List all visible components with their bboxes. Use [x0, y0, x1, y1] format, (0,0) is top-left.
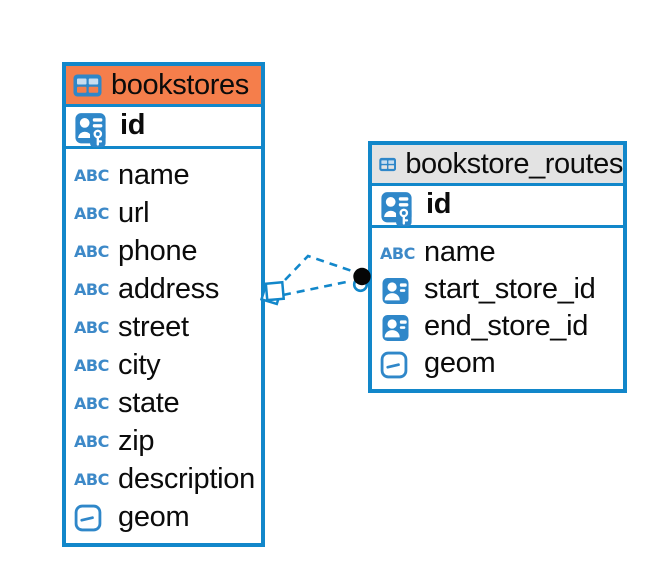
column-name: description — [118, 462, 255, 495]
text-type-icon: ABC — [74, 470, 109, 489]
primary-key-icon — [378, 185, 418, 227]
column-row[interactable]: ABC state — [66, 385, 261, 423]
column-row[interactable]: ABC city — [66, 347, 261, 385]
table-name: bookstores — [111, 68, 249, 101]
text-type-icon: ABC — [74, 356, 109, 375]
column-name: geom — [118, 500, 190, 533]
geometry-type-icon — [378, 351, 418, 379]
column-row[interactable]: ABC name — [372, 235, 623, 272]
foreign-key-icon — [378, 277, 418, 305]
column-row[interactable]: id — [66, 107, 261, 149]
column-name: geom — [424, 347, 496, 379]
text-type-icon: ABC — [74, 166, 109, 185]
text-type-icon: ABC — [74, 318, 109, 337]
table-icon — [379, 157, 397, 171]
text-type-icon: ABC — [74, 204, 109, 223]
column-name: id — [426, 188, 452, 220]
geometry-type-icon — [72, 504, 112, 532]
column-row[interactable]: ABC name — [66, 157, 261, 195]
column-row[interactable]: ABC phone — [66, 233, 261, 271]
column-row[interactable]: geom — [372, 346, 623, 383]
text-type-icon: ABC — [380, 243, 415, 263]
foreign-key-icon — [378, 314, 418, 342]
column-row[interactable]: geom — [66, 499, 261, 537]
link-dashed-upper[interactable] — [284, 254, 356, 281]
column-name: zip — [118, 424, 155, 457]
column-name: end_store_id — [424, 310, 589, 342]
column-name: name — [424, 236, 496, 268]
column-name: city — [118, 348, 161, 381]
table-name: bookstore_routes — [405, 147, 623, 180]
column-list: ABC name ABC url ABC phone ABC address A… — [66, 149, 261, 537]
column-name: state — [118, 386, 180, 419]
text-type-icon: ABC — [74, 280, 109, 299]
table-bookstore-routes[interactable]: bookstore_routes id ABC name — [368, 141, 627, 393]
column-name: address — [118, 272, 220, 305]
table-header[interactable]: bookstore_routes — [372, 145, 623, 186]
column-list: ABC name start_store_id — [372, 228, 623, 383]
table-bookstores[interactable]: bookstores id ABC name — [62, 62, 265, 547]
column-row[interactable]: ABC url — [66, 195, 261, 233]
link-endpoint-ring — [352, 276, 369, 293]
column-row[interactable]: ABC address — [66, 271, 261, 309]
table-header[interactable]: bookstores — [66, 66, 261, 107]
column-name: street — [118, 310, 189, 343]
column-name: url — [118, 196, 150, 229]
text-type-icon: ABC — [74, 394, 109, 413]
column-row[interactable]: end_store_id — [372, 309, 623, 346]
text-type-icon: ABC — [74, 432, 109, 451]
link-dashed-lower[interactable] — [282, 279, 352, 297]
column-name: phone — [118, 234, 198, 267]
column-name: id — [120, 109, 146, 141]
column-row[interactable]: start_store_id — [372, 272, 623, 309]
column-row[interactable]: id — [372, 186, 623, 228]
text-type-icon: ABC — [74, 242, 109, 261]
column-name: start_store_id — [424, 273, 596, 305]
column-row[interactable]: ABC zip — [66, 423, 261, 461]
table-icon — [73, 74, 102, 96]
primary-key-icon — [72, 106, 112, 148]
column-row[interactable]: ABC street — [66, 309, 261, 347]
link-source-marker-front — [264, 280, 286, 302]
column-row[interactable]: ABC description — [66, 461, 261, 499]
column-name: name — [118, 158, 190, 191]
